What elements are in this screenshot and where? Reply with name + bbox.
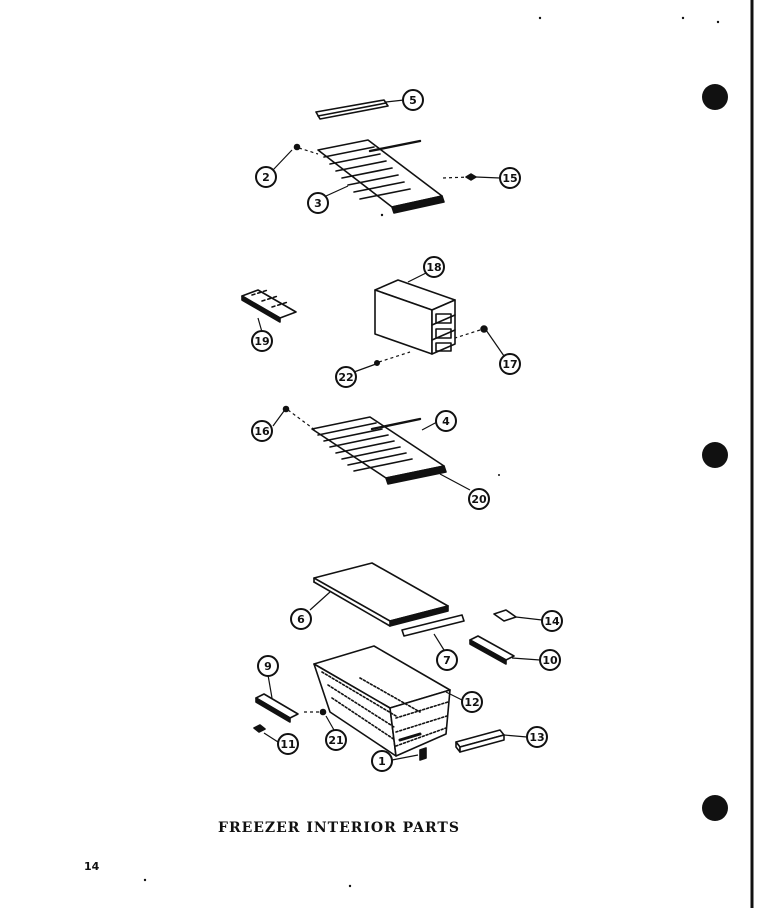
scan-specks: [143, 16, 720, 888]
part-upper-wire-shelf: [317, 139, 445, 214]
part-ice-bin: [374, 279, 456, 355]
callout-15: 15: [499, 167, 521, 189]
svg-text:11: 11: [280, 738, 295, 751]
part-rail-bracket: [253, 724, 266, 733]
svg-text:18: 18: [426, 261, 441, 274]
svg-text:6: 6: [297, 613, 305, 626]
callout-20: 20: [468, 488, 490, 510]
part-left-slide-rail: [255, 693, 299, 723]
svg-text:9: 9: [264, 660, 272, 673]
part-rail-screw: [319, 708, 327, 716]
part-trim-top: [315, 99, 389, 120]
svg-text:14: 14: [544, 615, 560, 628]
svg-text:20: 20: [471, 493, 487, 506]
part-shelf-panel: [313, 562, 449, 627]
binder-hole-middle: [702, 442, 728, 468]
svg-text:15: 15: [502, 172, 517, 185]
svg-text:17: 17: [502, 358, 517, 371]
page-number: 14: [84, 860, 100, 873]
svg-text:22: 22: [338, 371, 353, 384]
callout-18: 18: [423, 256, 445, 278]
callout-3: 3: [307, 192, 329, 214]
part-bin-screw-right: [480, 325, 488, 333]
svg-text:4: 4: [442, 415, 450, 428]
callout-2: 2: [255, 166, 277, 188]
part-shelf-stud: [293, 143, 301, 151]
callout-4: 4: [435, 410, 457, 432]
binder-hole-top: [702, 84, 728, 110]
svg-text:7: 7: [443, 654, 451, 667]
callout-1: 1: [371, 750, 393, 772]
svg-text:2: 2: [262, 171, 270, 184]
part-right-slide-rail: [469, 635, 515, 665]
callout-5: 5: [402, 89, 424, 111]
callout-12: 12: [461, 691, 483, 713]
part-end-cap: [455, 729, 505, 753]
svg-text:16: 16: [254, 425, 270, 438]
callout-11: 11: [277, 733, 299, 755]
svg-text:13: 13: [529, 731, 544, 744]
svg-text:1: 1: [378, 755, 386, 768]
svg-text:19: 19: [254, 335, 269, 348]
callout-7: 7: [436, 649, 458, 671]
part-small-clip: [419, 747, 427, 761]
svg-text:21: 21: [328, 734, 343, 747]
callout-10: 10: [539, 649, 561, 671]
part-shelf-stud-lower: [282, 405, 290, 413]
svg-text:12: 12: [464, 696, 479, 709]
callout-14: 14: [541, 610, 563, 632]
part-ice-tray: [241, 289, 297, 323]
binder-hole-bottom: [702, 795, 728, 821]
callout-9: 9: [257, 655, 279, 677]
part-front-trim: [401, 614, 465, 637]
callout-19: 19: [251, 330, 273, 352]
svg-text:5: 5: [409, 94, 417, 107]
callout-21: 21: [325, 729, 347, 751]
leader-lines: [257, 99, 543, 761]
callout-17: 17: [499, 353, 521, 375]
callout-balloons: 5 2 3 15 18 19 17 22 16 4 20 6 14 7 10 9…: [251, 89, 563, 772]
part-small-cover: [493, 609, 517, 622]
callout-13: 13: [526, 726, 548, 748]
svg-text:3: 3: [314, 197, 322, 210]
diagram-title: FREEZER INTERIOR PARTS: [218, 820, 460, 836]
svg-text:10: 10: [542, 654, 558, 667]
part-wire-basket: [313, 645, 451, 757]
callout-22: 22: [335, 366, 357, 388]
callout-6: 6: [290, 608, 312, 630]
part-lower-wire-shelf: [311, 416, 447, 485]
callout-16: 16: [251, 420, 273, 442]
